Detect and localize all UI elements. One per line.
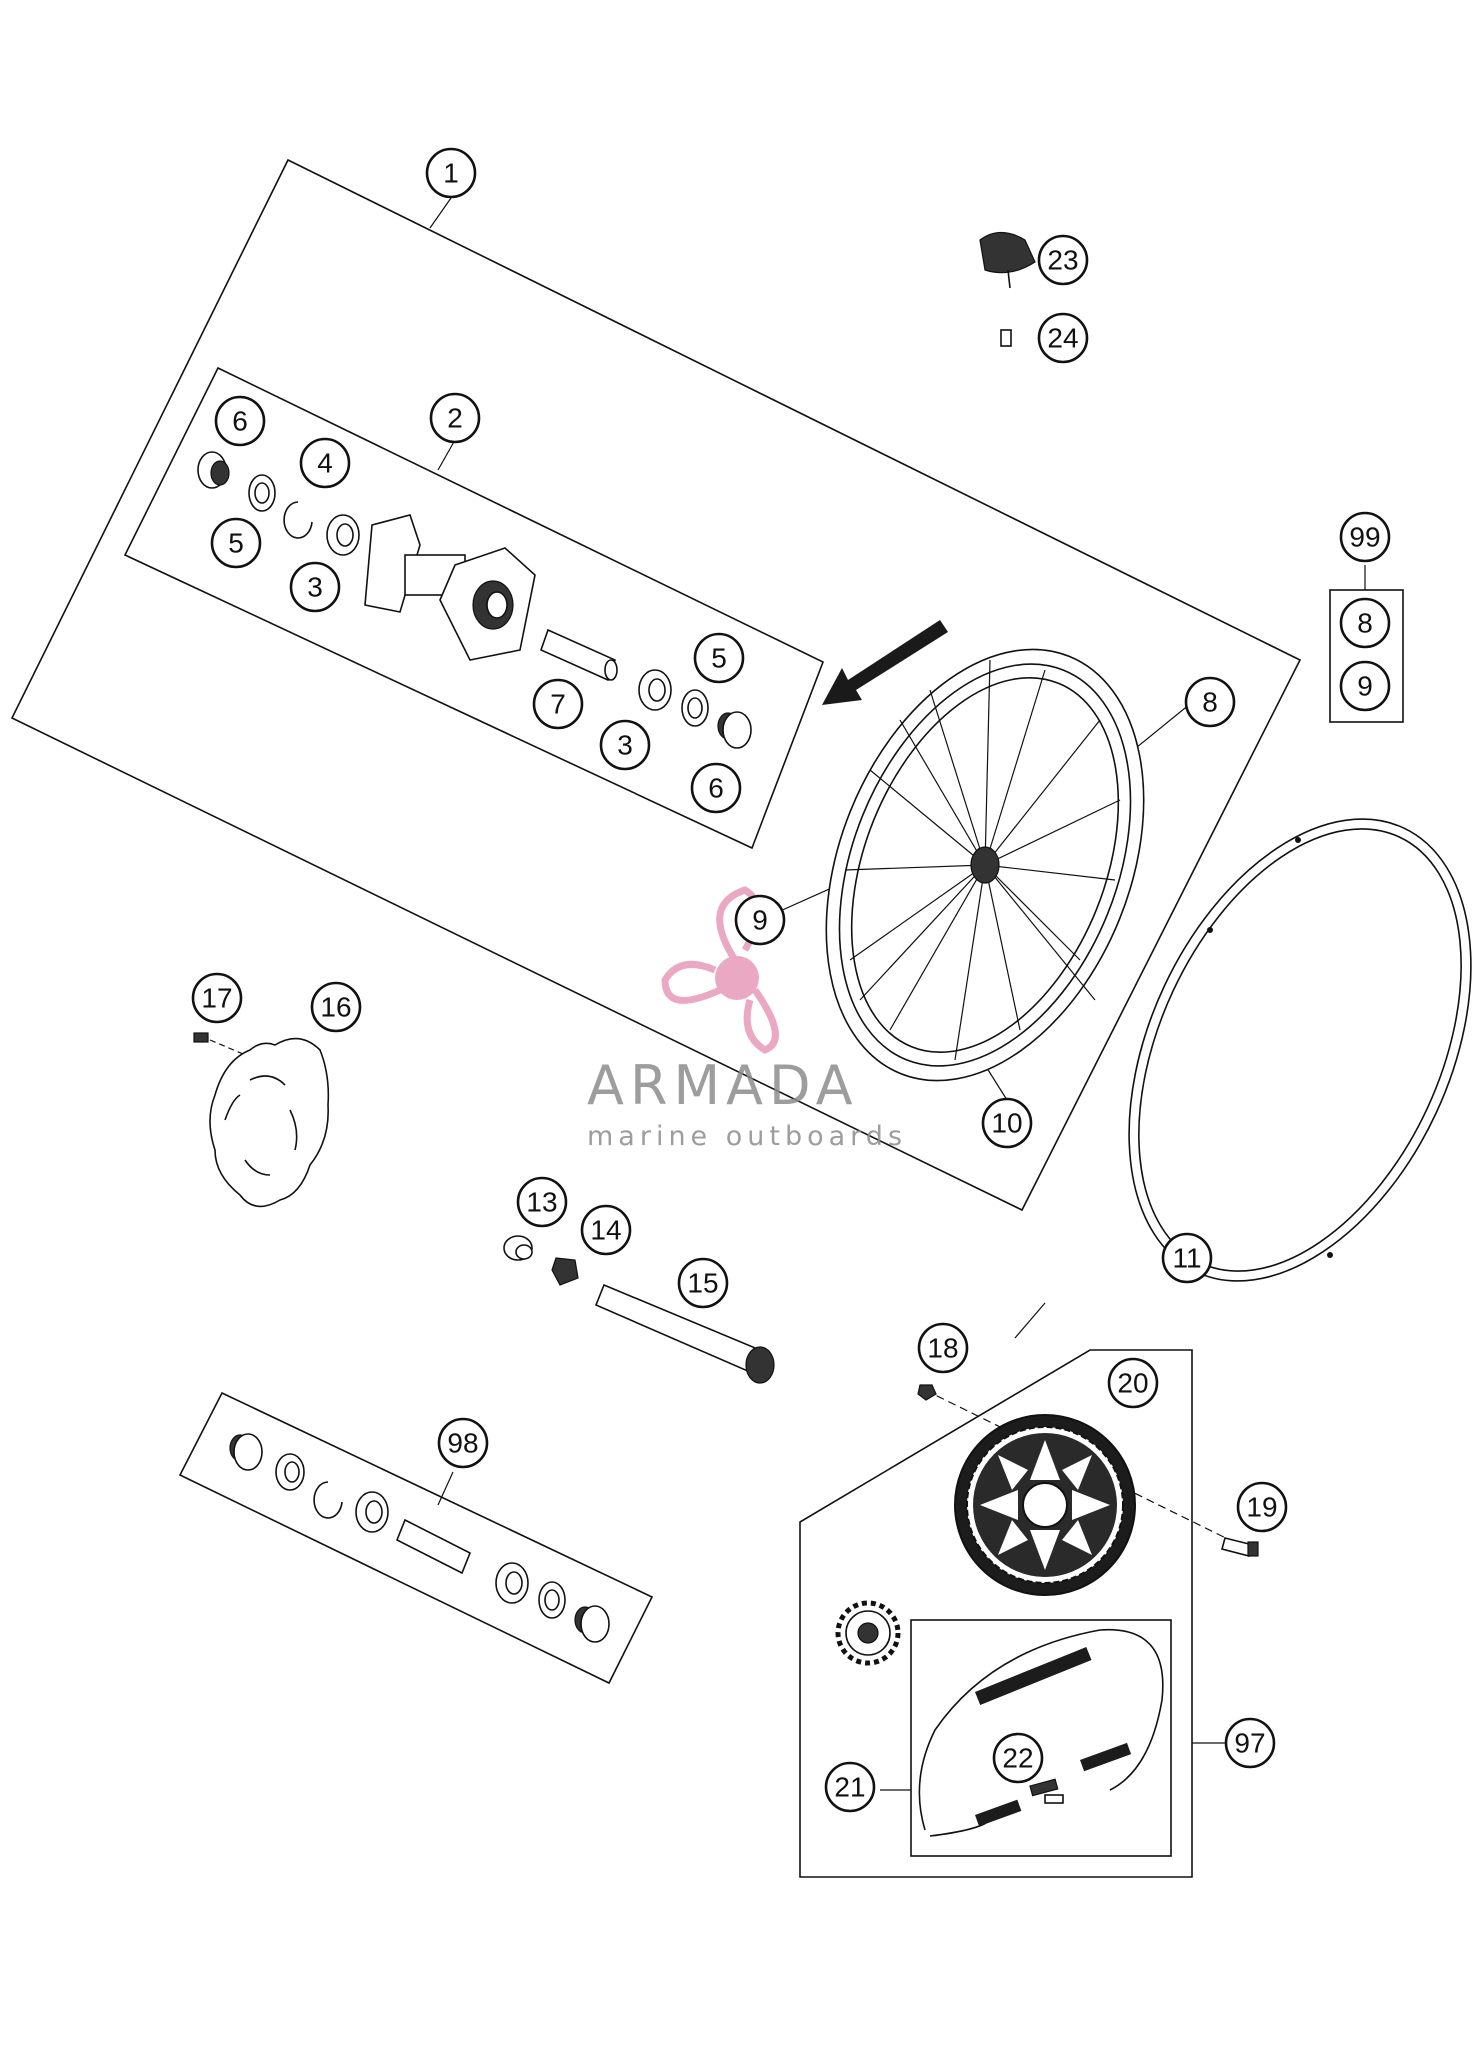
svg-text:9: 9	[752, 905, 768, 936]
callout-5: 5	[210, 517, 262, 569]
seal-left-icon	[197, 451, 230, 489]
svg-text:99: 99	[1349, 522, 1380, 553]
callout-2: 2	[429, 392, 481, 444]
callout-19: 19	[1236, 1481, 1288, 1533]
armada-watermark: ARMADA marine outboards	[587, 886, 907, 1152]
callout-16: 16	[310, 981, 362, 1033]
svg-text:11: 11	[1172, 1243, 1201, 1274]
disc-bolt-icon	[193, 1032, 209, 1043]
sprocket-bolt-icon	[1221, 1537, 1259, 1557]
bearing-kit-98	[229, 1433, 610, 1643]
callout-17: 17	[191, 972, 243, 1024]
svg-text:5: 5	[228, 528, 244, 559]
nut-14-icon	[551, 1257, 579, 1286]
callout-20: 20	[1107, 1357, 1159, 1409]
group-frame-21	[910, 1619, 1172, 1857]
callout-15: 15	[677, 1257, 729, 1309]
callout-11: 11	[1161, 1232, 1213, 1284]
group-frame-97	[799, 1349, 1193, 1878]
svg-text:2: 2	[447, 403, 463, 434]
group-frame-1	[10, 158, 1302, 1212]
valve-nut-icon	[1000, 329, 1012, 347]
callout-6: 6	[214, 395, 266, 447]
bearing-left-icon	[326, 514, 360, 556]
group-frame-99	[1329, 589, 1404, 723]
callout-99-9: 9	[1339, 660, 1391, 712]
svg-text:5: 5	[711, 643, 727, 674]
svg-text:19: 19	[1246, 1492, 1277, 1523]
valve-cap-icon	[979, 231, 1036, 289]
svg-text:20: 20	[1117, 1368, 1148, 1399]
bearing-right-icon	[638, 669, 672, 711]
callout-8: 8	[1184, 676, 1236, 728]
svg-text:18: 18	[927, 1333, 958, 1364]
callout-9: 9	[734, 894, 786, 946]
callout-22: 22	[992, 1732, 1044, 1784]
svg-text:22: 22	[1002, 1743, 1033, 1774]
callout-3: 3	[599, 719, 651, 771]
callout-7: 7	[532, 678, 584, 730]
svg-text:4: 4	[317, 448, 333, 479]
callout-10: 10	[981, 1097, 1033, 1149]
svg-text:10: 10	[991, 1108, 1022, 1139]
callout-97: 97	[1224, 1717, 1276, 1769]
svg-text:17: 17	[201, 983, 232, 1014]
sprocket-nut-icon	[917, 1384, 937, 1401]
callout-99-8: 8	[1339, 597, 1391, 649]
callout-23: 23	[1037, 234, 1089, 286]
group-frame-2	[123, 366, 825, 850]
svg-text:13: 13	[526, 1187, 557, 1218]
callout-14: 14	[580, 1204, 632, 1256]
callout-5: 5	[693, 632, 745, 684]
svg-text:6: 6	[232, 406, 248, 437]
watermark-brand: ARMADA	[587, 1054, 859, 1117]
wheel-hub-icon	[364, 514, 536, 661]
svg-text:6: 6	[708, 773, 724, 804]
watermark-tagline: marine outboards	[587, 1121, 907, 1152]
master-link-icon	[1029, 1778, 1064, 1804]
rotation-arrow-icon	[822, 620, 948, 705]
seal-right-icon	[717, 711, 752, 749]
svg-text:3: 3	[617, 730, 633, 761]
svg-text:14: 14	[590, 1215, 621, 1246]
callout-21: 21	[824, 1761, 876, 1813]
svg-text:24: 24	[1047, 323, 1078, 354]
svg-text:23: 23	[1047, 245, 1078, 276]
callout-18: 18	[917, 1322, 969, 1374]
svg-text:21: 21	[834, 1772, 865, 1803]
callout-13: 13	[516, 1176, 568, 1228]
callout-1: 1	[425, 147, 477, 199]
svg-text:7: 7	[550, 689, 566, 720]
svg-text:97: 97	[1234, 1728, 1265, 1759]
svg-text:15: 15	[687, 1268, 718, 1299]
callout-6: 6	[690, 762, 742, 814]
callout-4: 4	[299, 437, 351, 489]
callout-3: 3	[289, 561, 341, 613]
brake-disc-icon	[209, 1037, 330, 1208]
rear-sprocket-icon	[954, 1414, 1136, 1596]
axle-icon	[594, 1283, 775, 1384]
svg-text:3: 3	[307, 572, 323, 603]
drive-chain-icon	[918, 1628, 1164, 1837]
spacer-sleeve-icon	[540, 628, 618, 682]
callout-98: 98	[437, 1417, 489, 1469]
seal-ring-right-icon	[681, 689, 709, 727]
svg-text:9: 9	[1357, 671, 1373, 702]
svg-text:8: 8	[1357, 608, 1373, 639]
svg-text:16: 16	[320, 992, 351, 1023]
circlip-icon	[283, 501, 313, 539]
front-sprocket-icon	[835, 1600, 901, 1666]
group-frame-98	[178, 1391, 654, 1685]
spacer-13-icon	[503, 1235, 533, 1261]
callout-24: 24	[1037, 312, 1089, 364]
svg-text:8: 8	[1202, 687, 1218, 718]
svg-text:1: 1	[443, 158, 459, 189]
svg-text:98: 98	[447, 1428, 478, 1459]
seal-ring-left-icon	[248, 474, 276, 512]
spoked-wheel-icon	[825, 648, 1145, 1082]
hub-assembly	[197, 451, 752, 749]
callout-99: 99	[1339, 511, 1391, 563]
